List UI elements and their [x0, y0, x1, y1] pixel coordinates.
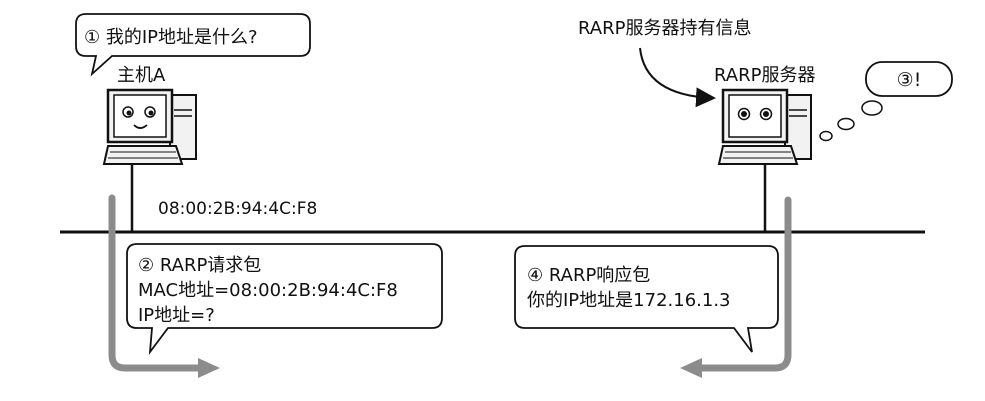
host-a-computer: [102, 88, 197, 232]
rarp-server-computer: [717, 88, 812, 232]
server-annotation: RARP服务器持有信息: [578, 18, 751, 39]
request-packet-mac: MAC地址=08:00:2B:94:4C:F8: [138, 280, 398, 301]
response-packet-title: ④ RARP响应包: [527, 265, 650, 286]
thought-bubbles: [819, 100, 883, 142]
response-packet-bubble: [514, 245, 779, 353]
response-flow-arrow: [696, 196, 792, 372]
request-packet-bubble: [126, 243, 443, 356]
request-flow-arrow: [108, 194, 204, 372]
server-label: RARP服务器: [714, 65, 815, 86]
host-a-question: ① 我的IP地址是什么?: [84, 27, 258, 48]
thought-text: ③!: [897, 69, 922, 91]
request-flow-arrowhead: [198, 358, 220, 378]
thought-bubble-box: [865, 61, 953, 97]
host-a-speech-bubble: [75, 13, 311, 77]
response-packet-ip: 你的IP地址是172.16.1.3: [527, 290, 731, 311]
annotation-arrow: [639, 47, 716, 108]
request-packet-ip: IP地址=?: [138, 305, 215, 326]
host-a-label: 主机A: [117, 65, 166, 86]
request-packet-title: ② RARP请求包: [138, 255, 261, 276]
host-a-mac-address: 08:00:2B:94:4C:F8: [158, 199, 317, 219]
response-flow-arrowhead: [680, 358, 702, 378]
